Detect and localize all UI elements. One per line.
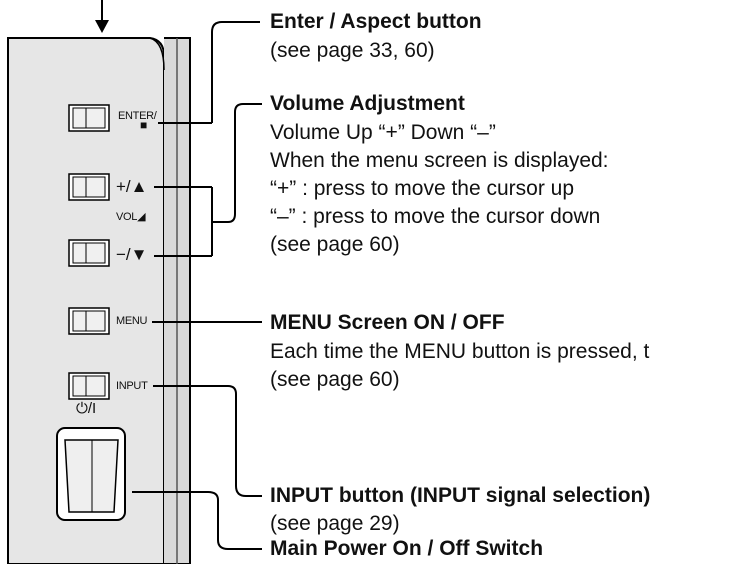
input-button: [68, 372, 110, 400]
leader-power: [132, 491, 262, 550]
enter-button: [68, 104, 110, 132]
volume-callout-line: When the menu screen is displayed:: [270, 149, 609, 172]
vol-label: VOL◢: [116, 211, 146, 223]
power-callout-title: Main Power On / Off Switch: [270, 537, 544, 560]
input-label: INPUT: [116, 380, 148, 392]
volume-callout-line: Volume Up “+” Down “–”: [270, 121, 496, 144]
volume-callout-title: Volume Adjustment: [270, 92, 465, 115]
menu-callout-title: MENU Screen ON / OFF: [270, 311, 505, 334]
enter-label: ENTER/: [118, 110, 157, 122]
menu-callout-line: Each time the MENU button is pressed, t: [270, 340, 650, 363]
volume-up-label: +/▲: [116, 177, 148, 196]
power-switch: [56, 427, 126, 521]
top-arrow: [95, 0, 109, 33]
menu-button: [68, 307, 110, 335]
volume-down-button: [68, 239, 110, 267]
power-label: ⏻/I: [76, 400, 97, 417]
leader-input: [153, 385, 262, 497]
input-callout-title: INPUT button (INPUT signal selection): [270, 484, 651, 507]
menu-label: MENU: [116, 315, 148, 327]
volume-callout-line: (see page 60): [270, 233, 400, 256]
input-callout-line: (see page 29): [270, 512, 400, 535]
volume-callout-line: “+” : press to move the cursor up: [270, 177, 575, 200]
enter-callout-line: (see page 33, 60): [270, 39, 435, 62]
volume-up-button: [68, 173, 110, 201]
leader-volume: [154, 103, 262, 257]
enter-square-label: ■: [140, 118, 148, 132]
enter-callout-title: Enter / Aspect button: [270, 10, 482, 33]
volume-callout-line: “–” : press to move the cursor down: [270, 205, 601, 228]
leader-enter: [158, 21, 260, 124]
volume-down-label: −/▼: [116, 245, 148, 264]
menu-callout-line: (see page 60): [270, 368, 400, 391]
